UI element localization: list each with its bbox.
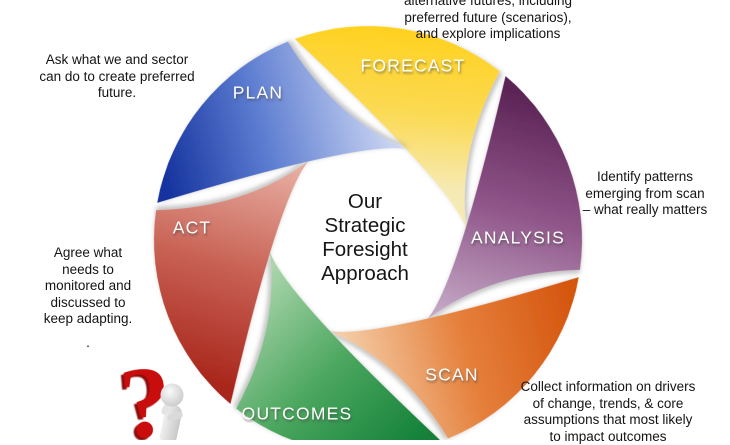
segment-label-plan: PLAN (233, 83, 284, 104)
annotation-line: Identify patterns (583, 169, 708, 186)
annotation-line: alternative futures, including (404, 0, 572, 10)
annotation-analysis: Identify patterns emerging from scan – w… (583, 169, 708, 219)
annotation-act: Agree what needs to monitored and discus… (44, 245, 133, 328)
annotation-forecast: alternative futures, including preferred… (404, 0, 572, 43)
annotation-line: . (86, 335, 90, 352)
annotation-line: Agree what (44, 245, 133, 262)
center-title-line: Our (321, 190, 409, 214)
center-title-line: Strategic (321, 214, 409, 238)
annotation-line: monitored and (44, 278, 133, 295)
segment-label-scan: SCAN (425, 365, 478, 386)
segment-label-act: ACT (173, 218, 212, 239)
annotation-line: discussed to (44, 295, 133, 312)
annotation-line: needs to (44, 262, 133, 279)
center-title: Our Strategic Foresight Approach (321, 190, 409, 286)
segment-label-analysis: ANALYSIS (471, 228, 565, 249)
annotation-line: – what really matters (583, 202, 708, 219)
annotation-line: and explore implications (404, 26, 572, 43)
annotation-line: to impact outcomes (521, 429, 696, 445)
annotation-line: preferred future (scenarios), (404, 10, 572, 27)
segment-label-forecast: FORECAST (361, 56, 466, 77)
annotation-plan: Ask what we and sector can do to create … (39, 52, 194, 102)
annotation-line: of change, trends, & core (521, 396, 696, 413)
annotation-line: keep adapting. (44, 311, 133, 328)
annotation-line: can do to create preferred (39, 69, 194, 86)
annotation-scan: Collect information on drivers of change… (521, 379, 696, 445)
annotation-line: emerging from scan (583, 186, 708, 203)
annotation-stray-period: . (86, 335, 90, 352)
annotation-line: future. (39, 85, 194, 102)
annotation-line: assumptions that most likely (521, 412, 696, 429)
annotation-line: Ask what we and sector (39, 52, 194, 69)
thinking-person-figure (158, 384, 183, 441)
figure-head (161, 384, 184, 407)
center-title-line: Approach (321, 262, 409, 286)
annotation-line: Collect information on drivers (521, 379, 696, 396)
segment-label-outcomes: OUTCOMES (242, 404, 353, 425)
center-title-line: Foresight (321, 238, 409, 262)
